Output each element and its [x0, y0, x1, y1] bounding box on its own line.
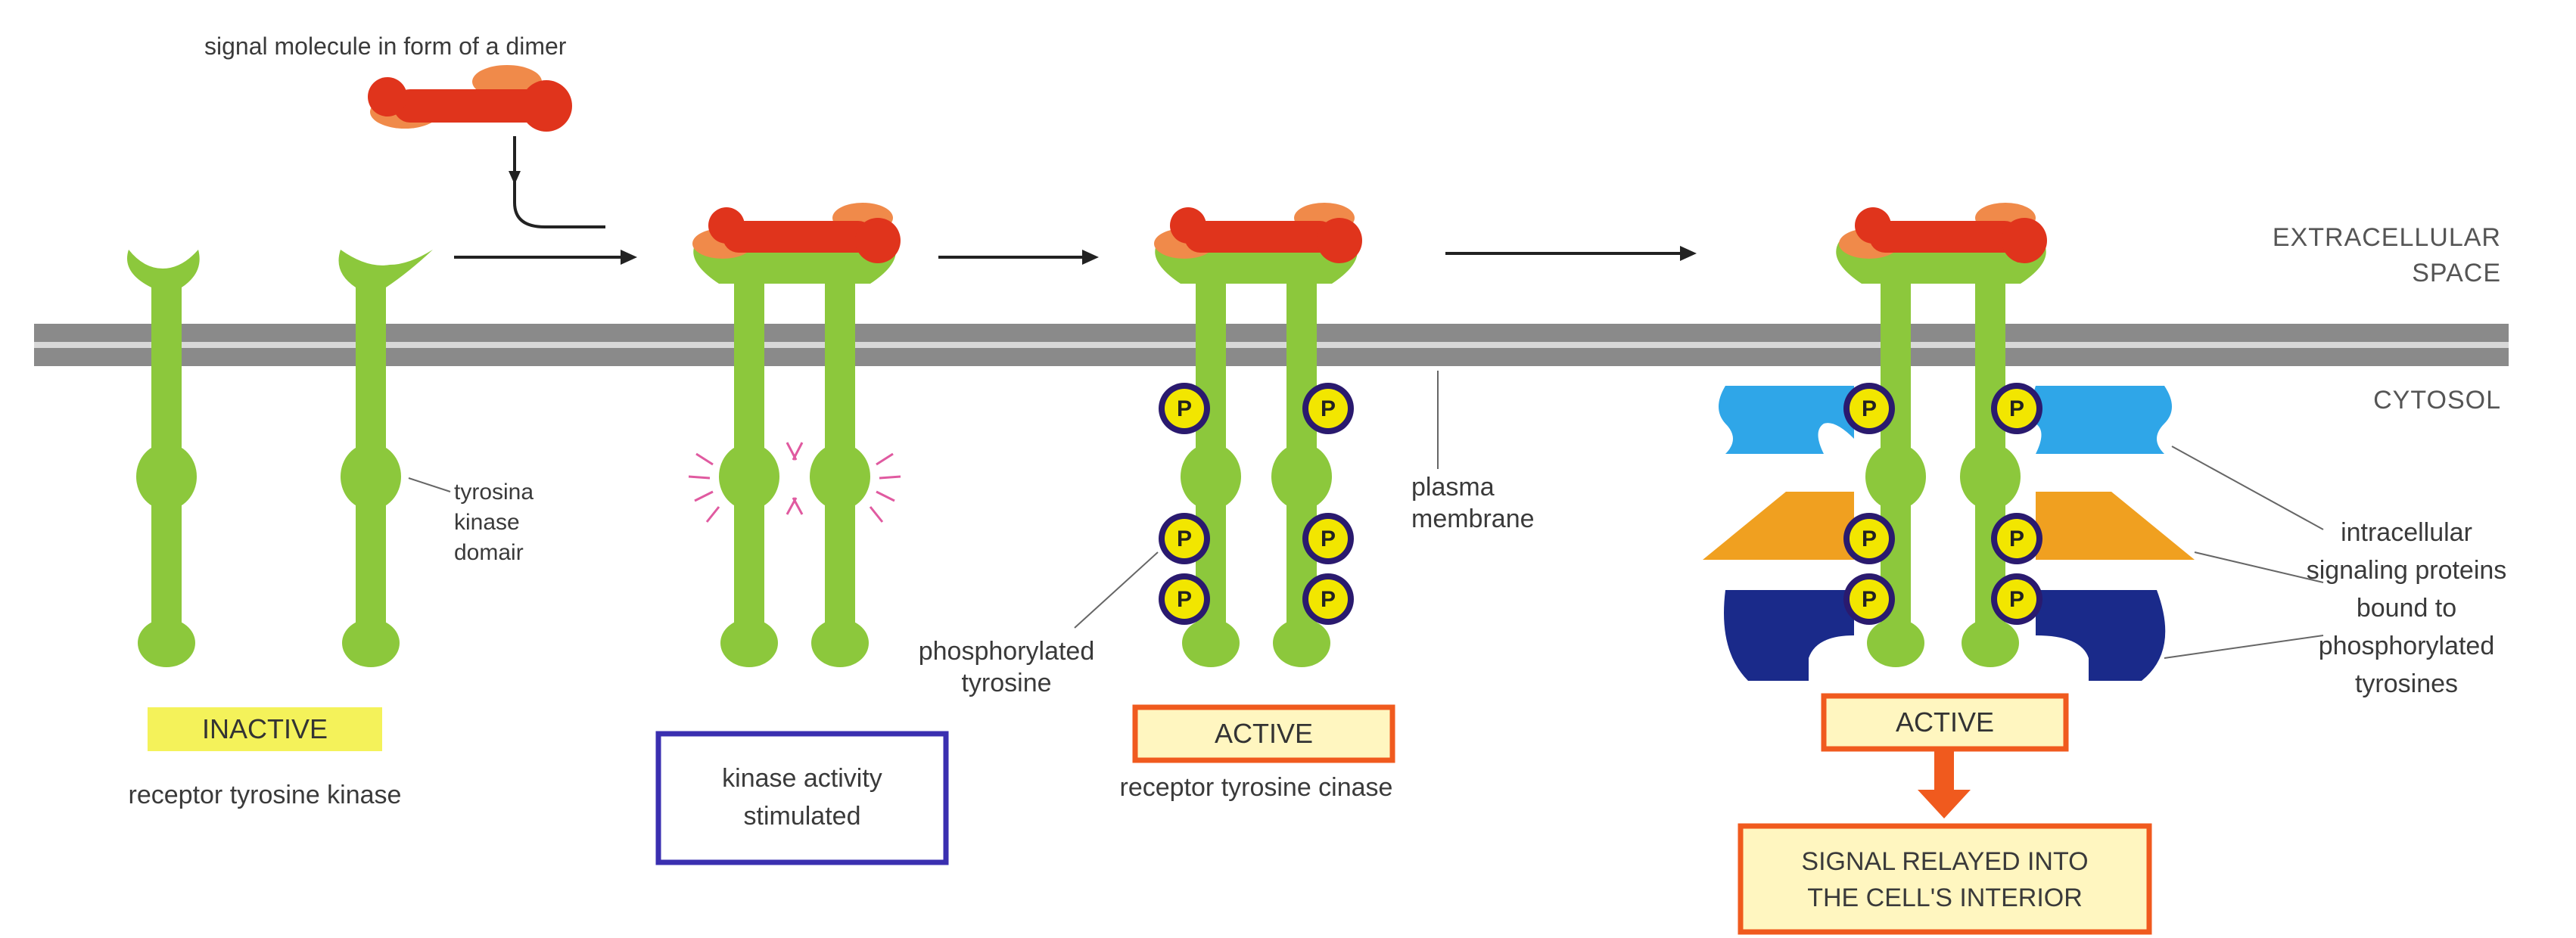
tyrosine-kinase-domain-label: tyrosina — [454, 480, 534, 505]
phospho-p-11: P — [1862, 587, 1877, 612]
binding-arrow — [454, 136, 637, 265]
active-label-1: ACTIVE — [1215, 718, 1313, 749]
signaling-protein-cyan-right — [2030, 386, 2173, 454]
receptor-tyrosine-kinase-label-2: receptor tyrosine cinase — [1120, 773, 1393, 802]
receptor-tyrosine-kinase-label-1: receptor tyrosine kinase — [129, 781, 402, 809]
tyrosine-kinase-domain-label-2: kinase — [454, 510, 520, 535]
phosphorylated-tyrosine-label-2: tyrosine — [961, 669, 1051, 697]
signal-dimer-free — [368, 65, 572, 132]
signaling-protein-navy-right — [2036, 590, 2165, 681]
intracellular-label-5: tyrosines — [2355, 669, 2458, 698]
plasma-membrane-label-1: plasma — [1411, 473, 1495, 502]
signal-relayed-label-2: THE CELL'S INTERIOR — [1807, 884, 2083, 912]
phospho-group-set-1: P P P P P P — [1159, 383, 1354, 625]
phospho-p-1: P — [1177, 396, 1192, 421]
kinase-activity-label-2: stimulated — [744, 802, 861, 831]
inactive-label: INACTIVE — [202, 713, 328, 744]
signal-relayed-label-1: SIGNAL RELAYED INTO — [1801, 847, 2088, 876]
phospho-p-10: P — [2009, 526, 2024, 551]
phospho-p-12: P — [2009, 587, 2024, 612]
signaling-protein-orange-left — [1703, 492, 1854, 560]
intracellular-label-2: signaling proteins — [2307, 556, 2507, 585]
kinase-activity-label-1: kinase activity — [722, 764, 882, 793]
plasma-membrane — [34, 324, 2509, 366]
phospho-p-6: P — [1321, 587, 1336, 612]
phospho-p-2: P — [1321, 396, 1336, 421]
intracellular-label-1: intracellular — [2341, 518, 2472, 547]
phospho-p-5: P — [1177, 587, 1192, 612]
active-label-2: ACTIVE — [1896, 707, 1994, 738]
kinase-activity-box — [658, 734, 946, 862]
phospho-p-7: P — [1862, 396, 1877, 421]
signaling-protein-orange-right — [2036, 492, 2195, 560]
plasma-membrane-label-2: membrane — [1411, 505, 1535, 533]
extracellular-space-label-2: SPACE — [2412, 259, 2501, 287]
phospho-p-3: P — [1177, 526, 1192, 551]
phospho-p-9: P — [1862, 526, 1877, 551]
relay-arrow — [1918, 749, 1971, 818]
tyrosine-kinase-domain-label-3: domair — [454, 540, 524, 565]
intracellular-label-3: bound to — [2357, 594, 2456, 623]
signaling-protein-navy-left — [1724, 590, 1854, 681]
phospho-p-4: P — [1321, 526, 1336, 551]
signal-molecule-label: signal molecule in form of a dimer — [204, 33, 567, 60]
receptor-stimulated — [689, 203, 901, 667]
phospho-group-set-2: P P P P P P — [1843, 383, 2042, 625]
extracellular-space-label-1: EXTRACELLULAR — [2273, 223, 2501, 252]
phospho-p-8: P — [2009, 396, 2024, 421]
signal-relayed-box — [1741, 826, 2149, 932]
cytosol-label: CYTOSOL — [2373, 386, 2501, 415]
phosphorylated-tyrosine-label-1: phosphorylated — [919, 637, 1095, 666]
receptor-inactive — [127, 250, 433, 667]
intracellular-label-4: phosphorylated — [2319, 632, 2495, 660]
signaling-protein-cyan-left — [1719, 386, 1854, 454]
